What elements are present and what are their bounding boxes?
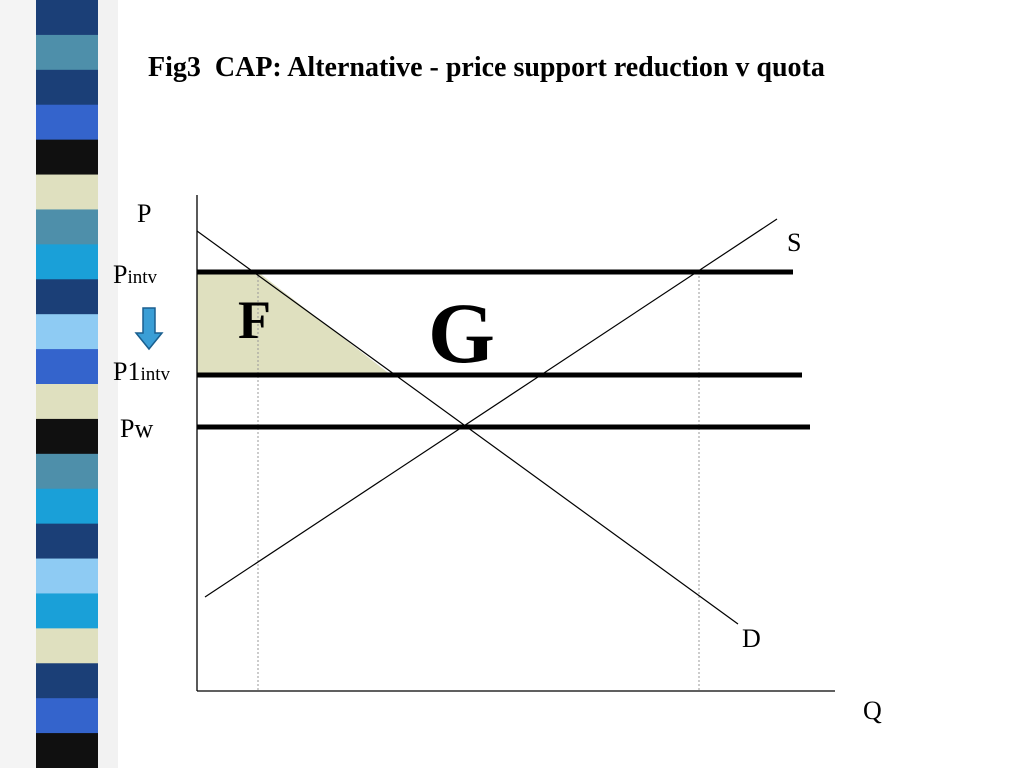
stripe-right-shadow	[98, 0, 118, 768]
stripe-segment	[36, 698, 98, 734]
stripe-segment	[36, 558, 98, 595]
stripe-segment	[36, 663, 98, 699]
stripe-segment	[36, 488, 98, 525]
reduced-intervention-price-label: P1intv	[113, 357, 171, 386]
stripe-segment	[36, 0, 98, 36]
world-price-label: Pw	[120, 414, 153, 443]
down-arrow-icon	[134, 307, 164, 351]
stripe-segment	[36, 384, 98, 420]
slide-title: Fig3 CAP: Alternative - price support re…	[148, 52, 825, 83]
stripe-segment	[36, 593, 98, 629]
stripe-segment	[36, 314, 98, 350]
intervention-price-label-main: P	[113, 260, 127, 289]
stripe-segment	[36, 349, 98, 385]
stripe-segment	[36, 209, 98, 245]
stripe-segment	[36, 104, 98, 141]
quantity-axis-label: Q	[863, 696, 882, 725]
demand-curve-label: D	[742, 624, 761, 653]
area-g-label: G	[428, 285, 495, 381]
reduced-intervention-price-label-main: P1	[113, 357, 140, 386]
stripe-segment	[36, 523, 98, 560]
stripe-segment	[36, 34, 98, 71]
stripe-segment	[36, 733, 98, 768]
stripe-segment	[36, 69, 98, 106]
supply-curve-label: S	[787, 228, 801, 257]
intervention-price-label-sub: intv	[127, 267, 157, 288]
stripe-segment	[36, 139, 98, 176]
stripe-segment	[36, 418, 98, 455]
supply-curve	[204, 218, 778, 598]
stripe-left-margin	[0, 0, 36, 768]
stripe-segment	[36, 174, 98, 211]
intervention-price-label: Pintv	[113, 260, 158, 289]
stripe-segment	[36, 453, 98, 490]
area-f-label: F	[238, 290, 271, 350]
reduced-intervention-price-label-sub: intv	[140, 364, 170, 385]
stripe-segment	[36, 279, 98, 315]
area-f-shading	[197, 272, 391, 375]
stripe-segment	[36, 244, 98, 280]
stripe-segment	[36, 628, 98, 664]
price-axis-label: P	[137, 199, 151, 228]
decorative-stripe-bar	[0, 0, 118, 768]
